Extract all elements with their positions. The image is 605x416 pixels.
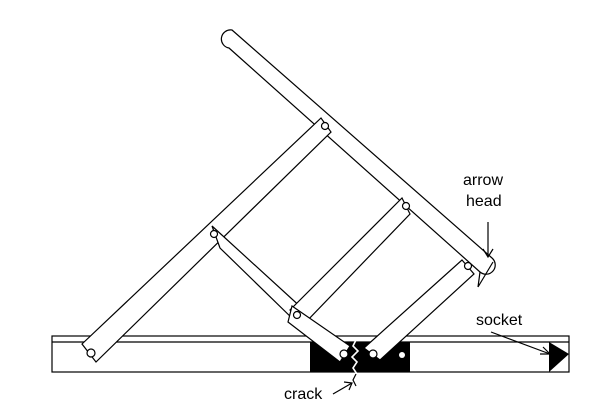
middle-link — [211, 225, 305, 323]
label-arrow: arrow — [463, 172, 504, 189]
pivot-pins — [86, 121, 473, 359]
crack-line — [350, 339, 360, 381]
annotation-arrows — [332, 222, 552, 395]
arrow-head-tip — [477, 261, 494, 288]
label-head: head — [466, 193, 502, 210]
lower-link — [287, 305, 351, 363]
label-socket: socket — [476, 312, 523, 329]
upper-link — [289, 196, 411, 325]
label-crack: crack — [284, 386, 323, 403]
main-arm — [220, 29, 496, 275]
